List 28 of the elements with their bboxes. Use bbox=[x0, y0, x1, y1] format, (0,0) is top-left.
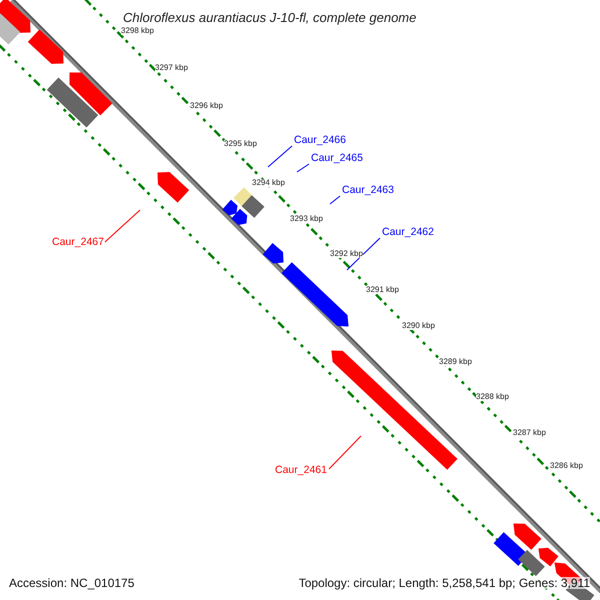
chart-title: Chloroflexus aurantiacus J-10-fl, complete genome bbox=[123, 11, 416, 24]
leader-line bbox=[328, 436, 362, 470]
gene-name: Caur_2463 bbox=[342, 184, 394, 196]
gene-name: Caur_2465 bbox=[311, 152, 363, 164]
scale-label: 3291 kbp bbox=[366, 286, 399, 294]
scale-label: 3297 kbp bbox=[155, 64, 188, 72]
leader-line bbox=[330, 196, 340, 204]
scale-label: 3289 kbp bbox=[439, 358, 472, 366]
accession-text: Accession: NC_010175 bbox=[9, 577, 134, 589]
scale-label: 3294 kbp bbox=[252, 179, 285, 187]
gene-name: Caur_2461 bbox=[275, 464, 327, 476]
scale-label: 3295 kbp bbox=[224, 140, 257, 148]
scale-label: 3296 kbp bbox=[190, 102, 223, 110]
leader-line bbox=[296, 164, 310, 172]
scale-label: 3292 kbp bbox=[330, 250, 363, 258]
scale-label: 3298 kbp bbox=[121, 27, 154, 35]
gene-name: Caur_2467 bbox=[52, 236, 104, 248]
scale-label: 3288 kbp bbox=[476, 393, 509, 401]
scale-label: 3290 kbp bbox=[402, 322, 435, 330]
genome-summary-text: Topology: circular; Length: 5,258,541 bp; Genes: 3,911 bbox=[298, 577, 590, 589]
leader-line bbox=[346, 238, 380, 270]
scale-label: 3286 kbp bbox=[550, 462, 583, 470]
leader-line bbox=[268, 146, 292, 168]
scale-label: 3293 kbp bbox=[290, 215, 323, 223]
scale-label: 3287 kbp bbox=[513, 429, 546, 437]
gene-name: Caur_2466 bbox=[294, 134, 346, 146]
gene-name: Caur_2462 bbox=[382, 226, 434, 238]
leader-line bbox=[104, 210, 140, 242]
